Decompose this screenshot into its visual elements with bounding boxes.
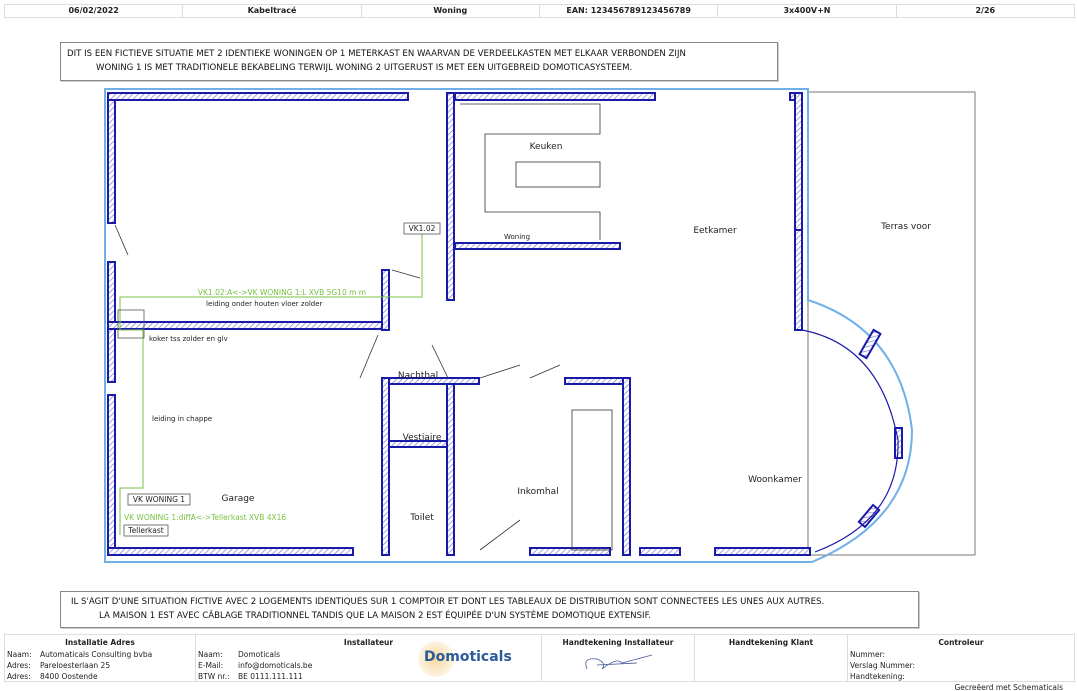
title-block-footer: Installatie Adres Naam: Automaticals Cons… xyxy=(4,634,1075,682)
room-label: Woonkamer xyxy=(748,475,802,485)
field-label: Verslag Nummer: xyxy=(850,661,916,670)
note-dutch: DIT IS EEN FICTIEVE SITUATIE MET 2 IDENT… xyxy=(60,42,778,81)
building-outline xyxy=(104,88,914,563)
field-label: Naam: xyxy=(198,650,223,659)
page-number: 2/26 xyxy=(975,6,996,15)
field-label: Handtekening: xyxy=(850,672,905,681)
section-title: Controleur xyxy=(938,638,984,647)
cable-note: leiding in chappe xyxy=(152,415,212,423)
section-title: Handtekening Klant xyxy=(728,638,814,647)
section-title: Handtekening Installateur xyxy=(562,638,674,647)
room-label: Nachthal xyxy=(398,371,438,381)
room-label: Vestiaire xyxy=(403,433,442,443)
installation-address: Installatie Adres Naam: Automaticals Cons… xyxy=(5,635,196,681)
walls xyxy=(107,92,903,556)
credit: Gecreëerd met Schematicals xyxy=(954,683,1063,691)
field-value: BE 0111.111.111 xyxy=(238,672,303,681)
field-label: Naam: xyxy=(7,650,32,659)
note-line: IL S'AGIT D'UNE SITUATION FICTIVE AVEC 2… xyxy=(71,597,825,607)
field-value: 8400 Oostende xyxy=(40,672,98,681)
cable-note: leiding onder houten vloer zolder xyxy=(206,300,323,308)
field-value: info@domoticals.be xyxy=(238,661,313,670)
box-vk-woning xyxy=(127,493,191,506)
title-block-header: 06/02/2022 Kabeltracé Woning EAN: 123456… xyxy=(4,4,1075,18)
field-label: BTW nr.: xyxy=(198,672,230,681)
note-line: LA MAISON 1 EST AVEC CÂBLAGE TRADITIONNE… xyxy=(99,611,651,621)
room-label: Toilet xyxy=(409,513,434,523)
cable-note: koker tss zolder en glv xyxy=(149,335,228,343)
field-label: Adres: xyxy=(7,672,31,681)
signature-image xyxy=(585,654,653,670)
note-french: IL S'AGIT D'UNE SITUATION FICTIVE AVEC 2… xyxy=(60,591,919,628)
box-label: Tellerkast xyxy=(127,526,164,535)
object: Woning xyxy=(362,5,540,17)
client-signature: Handtekening Klant xyxy=(695,635,848,681)
field-value: Automaticals Consulting bvba xyxy=(40,650,153,659)
kitchen-counter xyxy=(114,103,613,551)
box-vk102 xyxy=(403,222,441,235)
room-label: Terras voor xyxy=(880,222,931,232)
domoticals-logo: Domoticals xyxy=(424,649,512,665)
supply: 3x400V+N xyxy=(718,5,897,17)
cable-route xyxy=(119,234,423,535)
field-value: Domoticals xyxy=(238,650,280,659)
cable-label: VK1.02:A<->VK WONING 1:L XVB 5G10 m m xyxy=(198,288,366,297)
room-label: Woning xyxy=(504,233,530,241)
note-line: WONING 1 IS MET TRADITIONELE BEKABELING … xyxy=(96,63,633,73)
section-title: Installatie Adres xyxy=(65,638,135,647)
box-label: VK1.02 xyxy=(409,224,436,233)
room-label: Eetkamer xyxy=(693,226,737,236)
drawing-title: Kabeltracé xyxy=(183,5,362,17)
cable-label: VK WONING 1:diffA<->Tellerkast XVB 4X16 xyxy=(124,513,286,522)
box-label: VK WONING 1 xyxy=(133,495,185,504)
room-label: Inkomhal xyxy=(517,487,558,497)
terrace-outline xyxy=(807,91,976,556)
field-label: Nummer: xyxy=(850,650,886,659)
ean: EAN: 123456789123456789 xyxy=(540,5,719,17)
room-label: Keuken xyxy=(530,142,563,152)
controller: Controleur Nummer: Verslag Nummer: Handt… xyxy=(848,635,1074,681)
date: 06/02/2022 xyxy=(5,5,184,17)
section-title: Installateur xyxy=(343,638,394,647)
field-label: Adres: xyxy=(7,661,31,670)
installer-signature: Handtekening Installateur xyxy=(542,635,695,681)
note-line: DIT IS EEN FICTIEVE SITUATIE MET 2 IDENT… xyxy=(67,49,686,59)
field-value: Pareloesterlaan 25 xyxy=(40,661,111,670)
field-label: E-Mail: xyxy=(198,661,224,670)
installer: Installateur Naam: Domoticals E-Mail: info… xyxy=(196,635,542,681)
room-label: Garage xyxy=(222,494,255,504)
box-tellerkast xyxy=(123,524,169,537)
